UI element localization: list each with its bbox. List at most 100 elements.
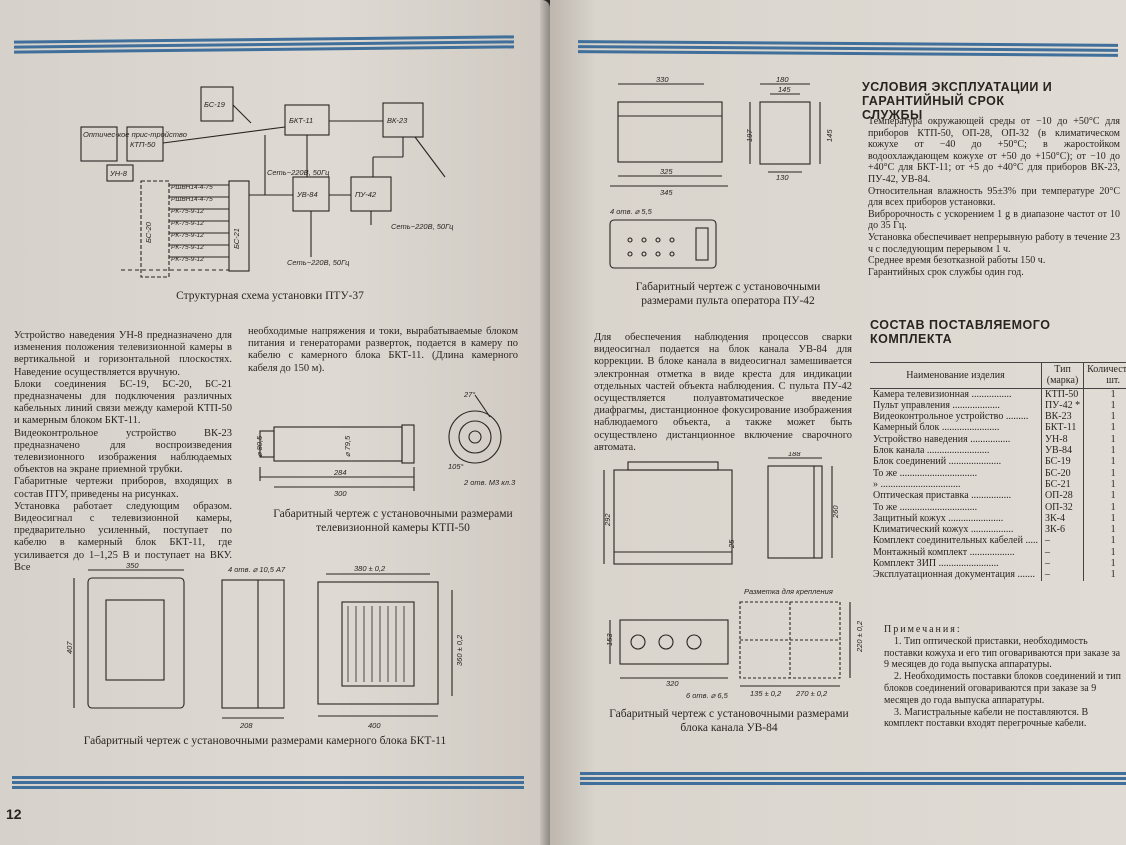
pu-dim-b: 325 [660, 167, 673, 176]
pu42-dimension-drawing: 330 325 345 180 145 197 145 130 4 отв. ⌀… [609, 76, 834, 269]
uv-dim-h: 292 [603, 513, 612, 527]
kit-table-row: Видеоконтрольное устройство .........ВК-… [870, 411, 1126, 423]
schema-label-ktp: КТП-50 [130, 140, 156, 149]
schema-label-bs20: БС-20 [144, 221, 153, 243]
kit-item-qty: 1 [1083, 546, 1126, 559]
schema-label-uv: УВ-84 [296, 190, 318, 199]
kit-table-row: То же ...............................ОП-… [870, 501, 1126, 513]
kit-item-type: – [1040, 535, 1084, 547]
ktp-dim-angle2: 105° [448, 462, 464, 471]
bottom-decorative-stripe [12, 776, 524, 790]
schema-cable-label: РК-75-9-12 [171, 244, 204, 251]
bkt-dim-w3: 380 ± 0,2 [354, 564, 386, 573]
notes-list: 1. Тип оптической приставки, необходимос… [884, 636, 1124, 730]
notes-block: Примечания: 1. Тип оптической приставки,… [884, 624, 1124, 730]
uv-dim-holes: 6 отв. ⌀ 6,5 [686, 691, 729, 700]
ktp-dim-holes: 2 отв. М3 кл.3 [463, 478, 516, 487]
kit-table: Наименование изделия Тип (марка) Количес… [870, 362, 1126, 581]
schema-label-bs21: БС-21 [232, 228, 241, 249]
conditions-heading: УСЛОВИЯ ЭКСПЛУАТАЦИИ И ГАРАНТИЙНЫЙ СРОК … [862, 80, 1053, 122]
schema-cable-label: РК-75-9-12 [171, 220, 204, 227]
kit-table-row: Оптическая приставка ................ ОП-… [870, 490, 1126, 502]
kit-col-type: Тип (марка) [1040, 362, 1084, 389]
left-page: Оптичес-кое прис-тройство КТП-50 УН-8 БС… [0, 0, 550, 845]
pu-dim-g: 145 [825, 129, 834, 142]
body-text-col2: необходимые напряжения и токи, вырабатыв… [248, 326, 518, 374]
kit-item-qty: 1 [1083, 512, 1126, 525]
kit-table-body: Камера телевизионная ................КТП… [870, 388, 1126, 581]
uv-mount-label: Разметка для крепления [744, 587, 833, 596]
ktp-dim-w2: 300 [334, 489, 347, 498]
kit-item-name: То же ............................... [873, 501, 978, 513]
kit-item-name: Блок канала ......................... [873, 445, 990, 457]
uv-dim-e: 270 ± 0,2 [795, 689, 828, 698]
body-text-col1: Устройство наведения УН-8 предназначено … [14, 330, 232, 573]
kit-item-name: То же ............................... [873, 467, 978, 479]
kit-item-type: ОП-28 [1040, 490, 1084, 502]
uv-dim-c: 135 ± 0,2 [750, 689, 782, 698]
kit-item-name: Защитный кожух ...................... [873, 512, 1004, 524]
kit-table-row: Комплект соединительных кабелей .....–1 [870, 535, 1126, 547]
kit-item-name: Оптическая приставка ................ [873, 490, 1012, 502]
kit-item-qty: 1 [1083, 433, 1126, 446]
pu-dim-e: 145 [778, 85, 791, 94]
kit-item-qty: 1 [1083, 388, 1126, 400]
pu-dim-holes: 4 отв. ⌀ 5,5 [610, 207, 653, 216]
kit-item-name: Устройство наведения ................ [873, 433, 1011, 445]
ktp-dim-angle: 27° [463, 390, 475, 399]
kit-table-row: Устройство наведения ................ УН-… [870, 433, 1126, 446]
kit-item-qty: 1 [1083, 411, 1126, 423]
schema-label-bkt: БКТ-11 [289, 116, 313, 125]
kit-item-qty: 1 [1083, 478, 1126, 491]
schema-label-optics: Оптичес-кое прис-тройство [83, 130, 187, 139]
bkt-dim-h: 407 [65, 641, 74, 654]
schema-caption: Структурная схема установки ПТУ-37 [176, 290, 364, 302]
kit-item-qty: 1 [1083, 456, 1126, 468]
uv-dim-b: 320 [666, 679, 679, 688]
kit-table-row: Блок канала .........................УВ-… [870, 445, 1126, 457]
top-decorative-stripe [577, 40, 1119, 58]
schema-label-mains1: Сеть~220В, 50Гц [267, 168, 330, 177]
uv-dim-a: 153 [605, 633, 614, 646]
pu-caption: Габаритный чертеж с установочными размер… [635, 281, 821, 307]
ktp-dim-d1: ⌀ 80,5 [255, 435, 264, 457]
kit-table-wrapper: Наименование изделия Тип (марка) Количес… [870, 362, 1126, 581]
uv-dim-w: 188 [788, 452, 801, 458]
structural-schema-diagram: Оптичес-кое прис-тройство КТП-50 УН-8 БС… [80, 86, 454, 278]
kit-item-type: БС-20 [1040, 467, 1084, 479]
kit-item-type: ПУ-42 * [1040, 399, 1084, 412]
body-text-center: Для обеспечения наблюдения процессов сва… [594, 332, 852, 453]
bottom-decorative-stripe [580, 772, 1126, 786]
bkt11-dimension-drawing: 350 407 4 отв. ⌀ 10,5 А7 208 380 ± 0,2 3… [65, 561, 464, 730]
schema-label-mains2: Сеть~220В, 50Гц [287, 258, 350, 267]
ktp50-dimension-drawing: ⌀ 80,5 ⌀ 79,5 284 300 27° 105° 2 отв. М3… [255, 390, 516, 498]
kit-item-type: УН-8 [1040, 433, 1084, 446]
schema-cable-label: РК-75-9-12 [171, 256, 204, 263]
kit-item-name: » ................................ [873, 478, 961, 490]
schema-cable-label: РК-75-9-12 [171, 208, 204, 215]
notes-title: Примечания: [884, 624, 962, 635]
kit-item-type: – [1040, 569, 1084, 581]
kit-table-row: То же ............................... БС-… [870, 467, 1126, 479]
kit-item-qty: 1 [1083, 569, 1126, 581]
kit-item-name: Климатический кожух ................. [873, 524, 1014, 536]
kit-item-type: КТП-50 [1040, 388, 1084, 400]
bkt-dim-h2: 360 ± 0,2 [455, 634, 464, 666]
kit-table-row: Климатический кожух .................ЗК-… [870, 524, 1126, 536]
uv-dim-h2: 260 [831, 505, 840, 519]
kit-item-qty: 1 [1083, 524, 1126, 536]
kit-item-qty: 1 [1083, 467, 1126, 479]
kit-item-qty: 1 [1083, 422, 1126, 434]
kit-item-qty: 1 [1083, 535, 1126, 547]
note-item: 1. Тип оптической приставки, необходимос… [884, 635, 1121, 671]
kit-item-type: БС-21 [1040, 478, 1084, 491]
kit-item-qty: 1 [1083, 558, 1126, 570]
schema-cable-label: РК-75-9-12 [171, 232, 204, 239]
kit-col-qty: Количество, шт. [1083, 362, 1126, 389]
kit-item-qty: 1 [1083, 490, 1126, 502]
kit-item-name: Видеоконтрольное устройство ......... [873, 411, 1029, 423]
kit-item-qty: 1 [1083, 445, 1126, 457]
bkt-caption: Габаритный чертеж с установочными размер… [83, 735, 447, 747]
kit-item-name: Блок соединений ..................... [873, 456, 1002, 468]
